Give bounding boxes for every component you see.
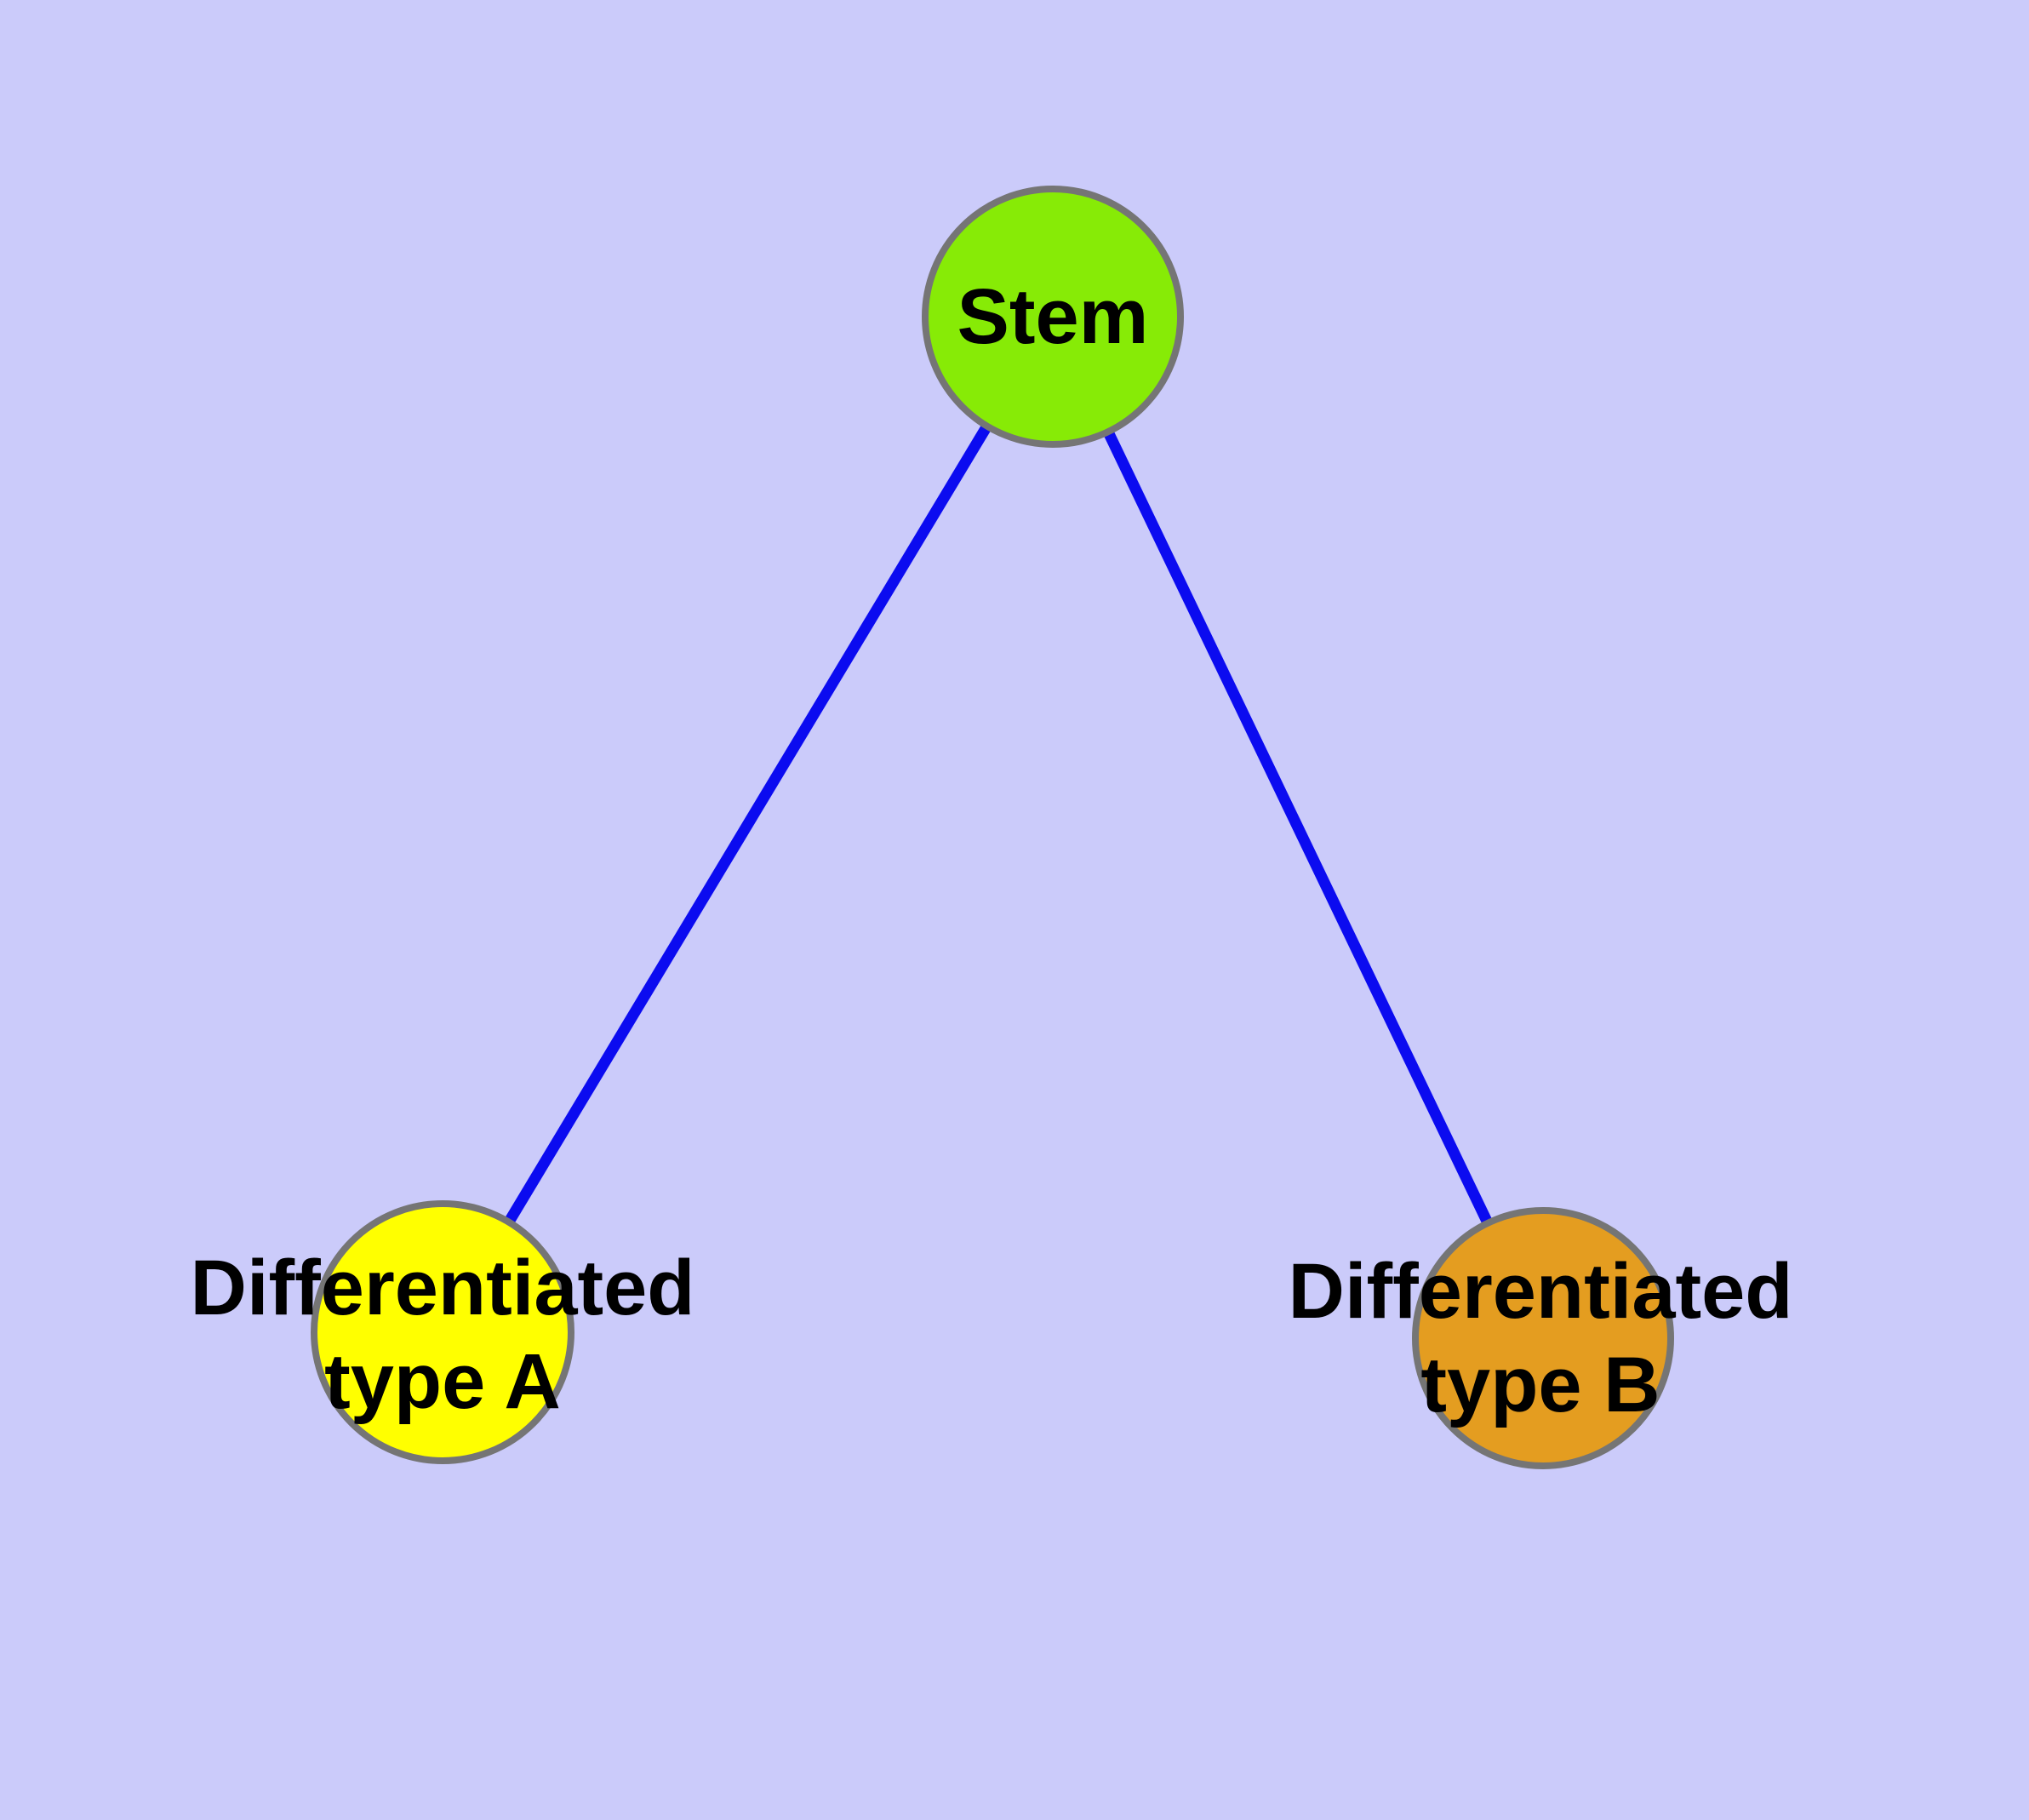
edge-stem-to-type-a [437,313,1058,1336]
type-a-node-label-line2: type A [324,1338,561,1425]
type-b-node-label-line2: type B [1420,1342,1660,1428]
stem-node-label: Stem [957,270,1149,363]
type-b-node-label: Differentiated type B [1289,1245,1793,1432]
type-b-node-label-line1: Differentiated [1288,1248,1793,1335]
stem-node-circle [922,186,1184,448]
type-b-node-circle [1412,1207,1674,1469]
edge-stem-to-type-b [1048,314,1548,1341]
type-a-node-label: Differentiated type A [191,1241,695,1428]
type-a-node-label-line1: Differentiated [190,1245,695,1331]
type-a-node-circle [311,1200,574,1464]
stem-node-label-text: Stem [957,273,1149,360]
